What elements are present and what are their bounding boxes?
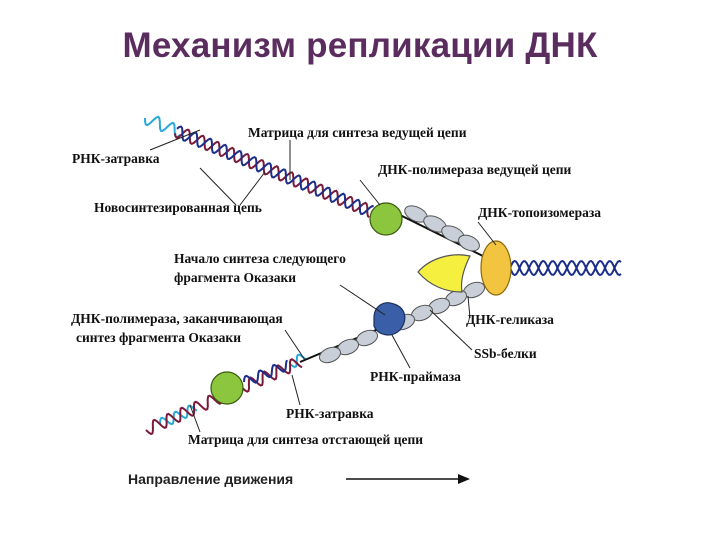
label-rna-primer-top: РНК-затравка xyxy=(72,151,160,166)
label-okazaki-start-2: фрагмента Оказаки xyxy=(174,270,296,285)
label-new-strand: Новосинтезированная цепь xyxy=(94,200,262,215)
label-primase: РНК-праймаза xyxy=(370,369,461,384)
primase-shape xyxy=(373,302,406,336)
upper-new-strand xyxy=(176,125,374,216)
upper-rna-primer xyxy=(144,115,181,139)
direction-label: Направление движения xyxy=(128,471,293,487)
ssb-protein xyxy=(318,346,342,364)
direction-arrow-head xyxy=(458,474,470,484)
label-okazaki-start-1: Начало синтеза следующего xyxy=(174,251,346,266)
ssb-proteins-lower xyxy=(318,281,486,364)
label-helicase: ДНК-геликаза xyxy=(466,312,554,327)
leader-lines xyxy=(149,129,497,433)
helicase-shape xyxy=(417,254,471,293)
ssb-proteins-upper xyxy=(404,205,480,252)
label-leading-polymerase: ДНК-полимераза ведущей цепи xyxy=(378,162,572,177)
lagging-polymerase-shape xyxy=(210,371,244,405)
label-finishing-polymerase-1: ДНК-полимераза, заканчивающая xyxy=(71,311,283,326)
lower-rna-primer-1 xyxy=(159,404,198,426)
label-leading-template: Матрица для синтеза ведущей цепи xyxy=(248,125,467,140)
label-topoisomerase: ДНК-топоизомераза xyxy=(478,205,601,220)
upper-template-strand xyxy=(174,128,370,218)
page-title: Механизм репликации ДНК xyxy=(122,26,598,65)
lower-rna-primer-2 xyxy=(289,353,307,369)
label-lagging-template: Матрица для синтеза отстающей цепи xyxy=(188,432,423,447)
label-ssb: SSb-белки xyxy=(474,346,537,361)
lower-new-strand xyxy=(243,359,288,384)
label-rna-primer-bottom: РНК-затравка xyxy=(286,406,374,421)
parental-strand-b xyxy=(509,259,622,277)
ssb-protein xyxy=(458,234,480,252)
topoisomerase-shape xyxy=(480,240,512,296)
label-finishing-polymerase-2: синтез фрагмента Оказаки xyxy=(76,330,241,345)
leading-polymerase-shape xyxy=(369,202,403,236)
